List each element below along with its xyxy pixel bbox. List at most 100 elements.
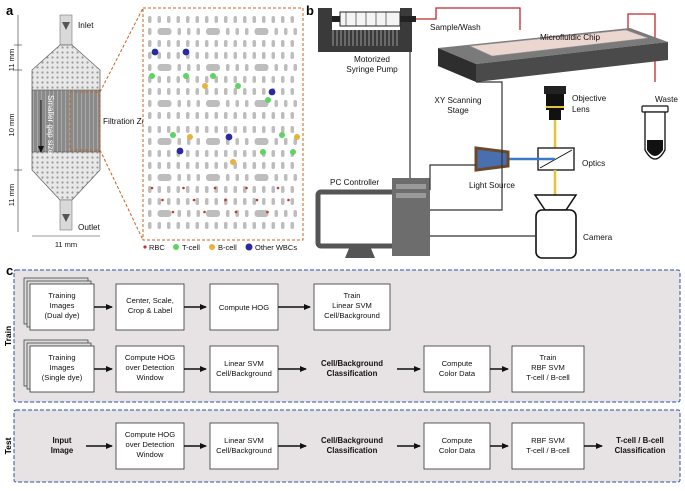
linear-svm-line1: Linear SVM	[224, 359, 264, 368]
pillar	[252, 198, 256, 205]
pillar	[167, 150, 171, 157]
pillar	[195, 162, 199, 169]
wbc-marker	[151, 48, 159, 56]
pillar	[245, 174, 249, 181]
rbc-marker	[266, 210, 269, 214]
gap-size-label: Smaller gap size	[46, 95, 55, 155]
pillar	[235, 64, 239, 71]
pillar	[176, 112, 180, 119]
pillar	[226, 210, 230, 217]
pillar	[281, 88, 285, 95]
legend-wbc-label: Other WBCs	[255, 243, 297, 252]
pillar	[186, 162, 190, 169]
rbc-marker	[192, 198, 196, 202]
train-row-single: Training Images (Single dye) Compute HOG…	[23, 339, 585, 393]
pillar	[284, 100, 288, 107]
pillar	[281, 222, 285, 229]
single-dye-line3: (Single dye)	[42, 373, 83, 382]
tcell-marker	[290, 149, 296, 155]
pillar	[195, 76, 199, 83]
camera: Camera	[533, 194, 613, 259]
light-cable	[429, 164, 476, 190]
hog-window-line1: Compute HOG	[125, 353, 175, 362]
pillar	[274, 210, 278, 217]
pillar	[176, 198, 180, 205]
pillar	[243, 150, 247, 157]
pillar	[290, 222, 294, 229]
pillar	[224, 76, 228, 83]
pillar	[205, 16, 209, 23]
center-scale-line1: Center, Scale,	[126, 296, 174, 305]
final-class-line2: Classification	[615, 446, 666, 455]
test-linear-line1: Linear SVM	[224, 436, 264, 445]
rbc-marker	[150, 186, 154, 190]
pillar	[148, 16, 152, 23]
bcell-marker	[202, 83, 208, 89]
pillar	[254, 28, 269, 35]
pillar	[224, 150, 228, 157]
pillar	[148, 88, 152, 95]
pillar	[233, 186, 237, 193]
pillar	[186, 198, 190, 205]
wbc-marker	[268, 88, 276, 96]
pillar	[274, 174, 278, 181]
pillar	[148, 28, 152, 35]
pillar	[214, 88, 218, 95]
pillar	[271, 40, 275, 47]
tcell-marker	[210, 73, 216, 79]
tcell-marker	[235, 83, 241, 89]
pillar	[148, 222, 152, 229]
hog-window-line3: Window	[136, 373, 164, 382]
input-image-line1: Input	[52, 436, 71, 445]
pillar	[271, 52, 275, 59]
optics-label: Optics	[582, 159, 605, 168]
sample-wash-label: Sample/Wash	[430, 23, 481, 32]
pillar	[281, 186, 285, 193]
test-hog-line3: Window	[136, 450, 164, 459]
pillar	[148, 150, 152, 157]
pillar	[271, 76, 275, 83]
pillar	[293, 28, 297, 35]
pillar	[176, 126, 180, 133]
train-rbf-line3: T-cell / B-cell	[526, 373, 570, 382]
pillar	[157, 100, 172, 107]
pillar	[281, 126, 285, 133]
panel-b: b Motorized Syringe Pump Sample/Wash	[306, 3, 678, 259]
train-rbf-line1: Train	[539, 353, 556, 362]
pillar	[186, 88, 190, 95]
train-linear-line1: Train	[343, 291, 360, 300]
pump-screw	[332, 30, 400, 46]
final-class-line1: T-cell / B-cell	[616, 436, 664, 445]
pillar	[262, 162, 266, 169]
pillar	[254, 210, 269, 217]
pillar	[186, 150, 190, 157]
pillar	[252, 40, 256, 47]
pillar	[262, 198, 266, 205]
pillar	[157, 28, 172, 35]
pillar	[262, 16, 266, 23]
syringe-tip	[400, 16, 416, 22]
pillar	[254, 138, 269, 145]
pillar	[196, 64, 200, 71]
outlet-arrow-icon	[62, 214, 70, 222]
pillar	[254, 64, 269, 71]
filtration-region	[31, 89, 101, 153]
train-row-dual: Training Images (Dual dye) Center, Scale…	[23, 277, 391, 331]
pillar	[243, 40, 247, 47]
light-source: Light Source	[469, 146, 515, 190]
chip-label: Microfluidic Chip	[540, 33, 601, 42]
panel-a-letter: a	[6, 3, 14, 18]
center-scale-line2: Crop & Label	[128, 306, 173, 315]
pillar	[205, 150, 209, 157]
rbc-marker	[234, 210, 238, 214]
compute-hog-line1: Compute HOG	[219, 303, 269, 312]
wbc-marker	[225, 133, 233, 141]
test-cell-bg-line1: Cell/Background	[321, 436, 383, 445]
pillar	[196, 100, 200, 107]
pillar	[243, 112, 247, 119]
pillar	[187, 210, 191, 217]
pillar	[148, 210, 152, 217]
pillar	[293, 64, 297, 71]
pillar	[176, 162, 180, 169]
pillar	[148, 100, 152, 107]
